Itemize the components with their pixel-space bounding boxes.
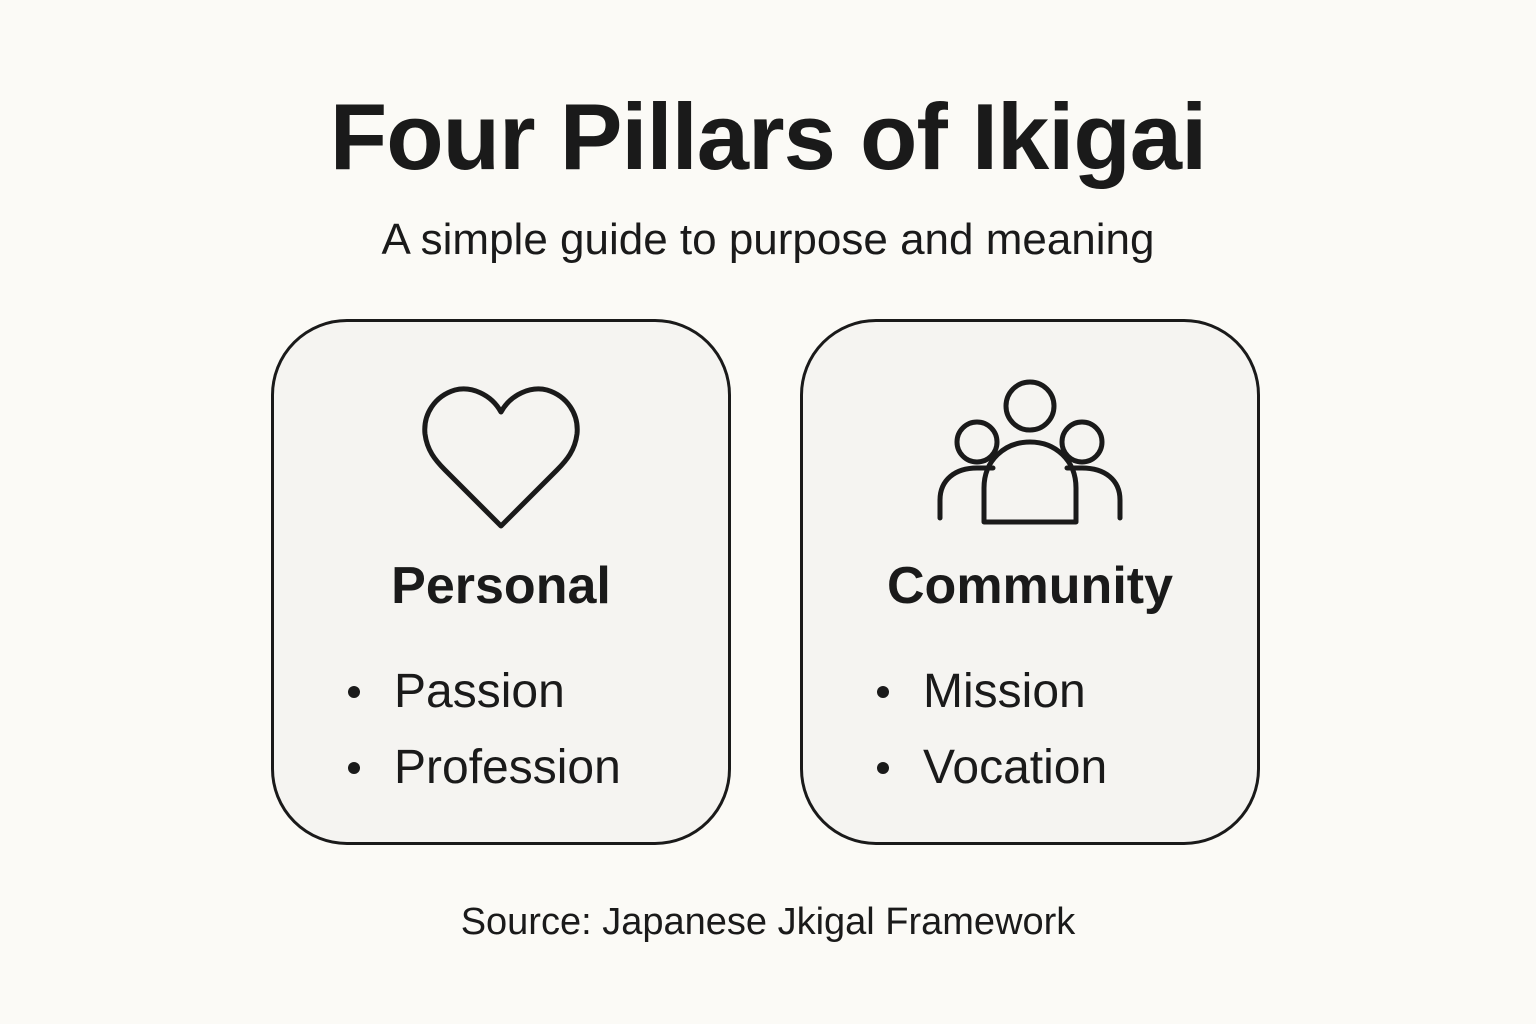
bullet-icon <box>877 762 889 774</box>
card-title: Personal <box>391 557 611 615</box>
card-item-list: Passion Profession <box>340 654 621 806</box>
list-item: Profession <box>340 730 621 806</box>
list-item-label: Vocation <box>923 741 1108 794</box>
source-caption: Source: Japanese Jkigal Framework <box>460 901 1076 943</box>
card-personal: Personal Passion Profession <box>271 319 731 845</box>
list-item: Vocation <box>869 730 1107 806</box>
bullet-icon <box>348 762 360 774</box>
list-item-label: Profession <box>394 741 621 794</box>
heart-icon <box>274 384 728 530</box>
bullet-icon <box>348 686 360 698</box>
list-item-label: Passion <box>394 665 565 718</box>
page-subtitle: A simple guide to purpose and meaning <box>381 215 1155 264</box>
list-item-label: Mission <box>923 665 1086 718</box>
card-title: Community <box>887 557 1173 615</box>
bullet-icon <box>877 686 889 698</box>
page-title: Four Pillars of Ikigai <box>329 84 1207 189</box>
list-item: Mission <box>869 654 1107 730</box>
list-item: Passion <box>340 654 621 730</box>
people-group-icon <box>803 376 1257 526</box>
card-item-list: Mission Vocation <box>869 654 1107 806</box>
card-community: Community Mission Vocation <box>800 319 1260 845</box>
